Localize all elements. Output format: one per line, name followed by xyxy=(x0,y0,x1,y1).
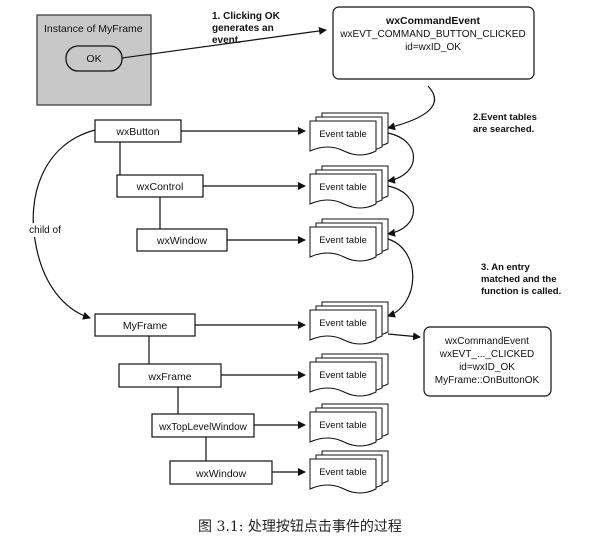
generate-event-arrow xyxy=(121,26,327,59)
svg-text:event.: event. xyxy=(212,35,241,46)
class-node-wxcontrol: wxControl xyxy=(116,174,204,198)
class-node-wxbutton: wxButton xyxy=(94,119,182,143)
document-stack-icon xyxy=(309,301,389,345)
svg-text:Event table: Event table xyxy=(319,182,367,193)
svg-text:wxCommandEvent: wxCommandEvent xyxy=(444,336,529,347)
svg-text:wxWindow: wxWindow xyxy=(156,235,208,247)
ok-button-label: OK xyxy=(86,53,101,65)
search-arrow-3 xyxy=(387,185,414,237)
event-table-wxwindow-2: Event table xyxy=(309,450,389,494)
event-table-wxcontrol: Event table xyxy=(309,165,389,209)
class-node-wxwindow-1: wxWindow xyxy=(136,228,228,252)
svg-text:wxButton: wxButton xyxy=(115,126,159,138)
frame-instance: Instance of MyFrame OK xyxy=(36,14,152,106)
handler-box: wxCommandEvent wxEVT_..._CLICKED id=wxID… xyxy=(423,326,552,397)
svg-text:wxEVT_COMMAND_BUTTON_CLICKED: wxEVT_COMMAND_BUTTON_CLICKED xyxy=(339,29,525,40)
step1-text: 1. Clicking OK generates an event. xyxy=(212,11,281,46)
svg-text:generates an: generates an xyxy=(212,23,274,34)
class-node-wxtoplevelwindow: wxTopLevelWindow xyxy=(151,413,255,438)
search-arrow-2 xyxy=(387,132,414,184)
svg-text:matched and the: matched and the xyxy=(481,274,557,285)
frame-instance-title: Instance of MyFrame xyxy=(44,23,143,35)
class-to-table-arrows xyxy=(181,127,306,476)
svg-text:function is called.: function is called. xyxy=(481,286,561,297)
document-stack-icon xyxy=(309,403,389,447)
class-node-myframe: MyFrame xyxy=(94,313,196,337)
svg-text:3. An entry: 3. An entry xyxy=(481,262,530,273)
figure-caption: 图 3.1: 处理按钮点击事件的过程 xyxy=(198,519,402,535)
svg-text:MyFrame::OnButtonOK: MyFrame::OnButtonOK xyxy=(435,375,540,386)
search-arrow-4 xyxy=(387,238,414,318)
document-stack-icon xyxy=(309,165,389,209)
event-table-wxtoplevelwindow: Event table xyxy=(309,403,389,447)
svg-text:id=wxID_OK: id=wxID_OK xyxy=(405,42,461,53)
svg-text:Event table: Event table xyxy=(319,235,367,246)
ok-button[interactable] xyxy=(65,45,123,72)
svg-text:Event table: Event table xyxy=(319,318,367,329)
child-of-arrow xyxy=(32,129,96,320)
svg-text:Event table: Event table xyxy=(319,370,367,381)
event-table-wxwindow-1: Event table xyxy=(309,218,389,262)
svg-text:wxEVT_..._CLICKED: wxEVT_..._CLICKED xyxy=(439,349,534,360)
svg-text:2.Event tables: 2.Event tables xyxy=(473,112,537,123)
event-table-wxbutton: Event table xyxy=(309,112,389,156)
child-of-label: child of xyxy=(29,225,61,236)
event-box: wxCommandEvent wxEVT_COMMAND_BUTTON_CLIC… xyxy=(332,6,535,80)
svg-text:id=wxID_OK: id=wxID_OK xyxy=(459,362,515,373)
document-stack-icon xyxy=(309,218,389,262)
document-stack-icon xyxy=(309,450,389,494)
class-node-wxwindow-2: wxWindow xyxy=(169,460,273,485)
search-arrow-1 xyxy=(387,85,436,131)
svg-text:1. Clicking OK: 1. Clicking OK xyxy=(212,11,281,22)
svg-text:wxWindow: wxWindow xyxy=(195,468,247,480)
svg-text:wxTopLevelWindow: wxTopLevelWindow xyxy=(158,422,248,433)
svg-text:wxControl: wxControl xyxy=(136,181,184,193)
svg-text:Event table: Event table xyxy=(319,420,367,431)
svg-text:wxFrame: wxFrame xyxy=(147,371,191,383)
svg-text:are searched.: are searched. xyxy=(473,124,534,135)
step3-text: 3. An entry matched and the function is … xyxy=(481,262,561,297)
document-stack-icon xyxy=(309,112,389,156)
class-node-wxframe: wxFrame xyxy=(118,363,222,388)
match-arrow xyxy=(387,332,421,341)
step2-text: 2.Event tables are searched. xyxy=(473,112,537,135)
event-table-wxframe: Event table xyxy=(309,353,389,397)
document-stack-icon xyxy=(309,353,389,397)
svg-text:Event table: Event table xyxy=(319,467,367,478)
svg-text:MyFrame: MyFrame xyxy=(123,320,167,332)
svg-text:wxCommandEvent: wxCommandEvent xyxy=(385,15,480,27)
svg-text:Event table: Event table xyxy=(319,129,367,140)
event-table-myframe: Event table xyxy=(309,301,389,345)
